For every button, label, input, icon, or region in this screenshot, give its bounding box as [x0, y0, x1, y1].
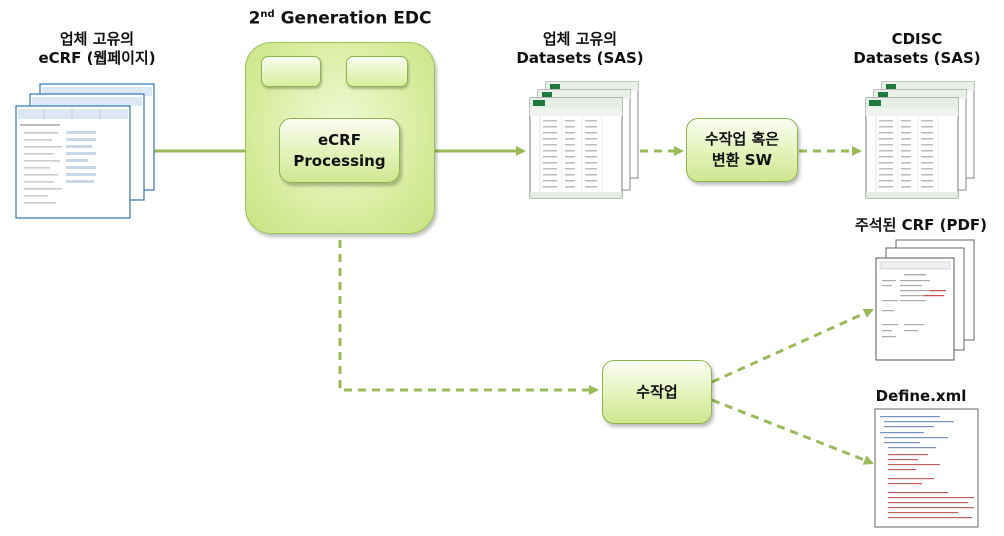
cdisc-datasets-label: CDISC Datasets (SAS) — [842, 30, 992, 68]
cdisc-sheet-front — [865, 97, 959, 199]
vendor-datasets-label: 업체 고유의 Datasets (SAS) — [505, 30, 655, 68]
ecrf-processing-line1: eCRF — [318, 130, 361, 149]
cdisc-datasets-stack — [865, 81, 975, 199]
edc-title-rest: Generation EDC — [274, 8, 432, 29]
define-xml-document — [874, 408, 979, 528]
edc-module-right — [346, 56, 408, 87]
ecrf-processing-box: eCRF Processing — [279, 118, 400, 183]
manual-work-box: 수작업 — [602, 360, 712, 424]
vendor-datasets-label-line2: Datasets (SAS) — [516, 49, 644, 67]
cdisc-datasets-label-line2: Datasets (SAS) — [853, 49, 981, 67]
define-xml-label: Define.xml — [875, 387, 967, 405]
ecrf-processing-line2: Processing — [293, 151, 386, 170]
arrow-manual-to-define-xml — [711, 398, 874, 465]
webpage-front — [15, 105, 131, 219]
edc-title: 2nd Generation EDC — [220, 4, 460, 30]
edc-title-sup: nd — [260, 9, 275, 20]
edc-title-prefix: 2 — [248, 8, 261, 29]
cdisc-datasets-label-line1: CDISC — [891, 30, 943, 48]
ecrf-webpage-label-line1: 업체 고유의 — [59, 30, 135, 48]
arrow-manual-to-annotated-crf — [711, 308, 874, 384]
vendor-datasets-stack — [529, 81, 639, 199]
sheet-front — [529, 97, 623, 199]
manual-or-conversion-sw-box: 수작업 혹은 변환 SW — [686, 118, 798, 182]
annotated-crf-label: 주석된 CRF (PDF) — [854, 216, 988, 234]
crf-page-front — [875, 257, 955, 361]
manual-or-conversion-line1: 수작업 혹은 — [704, 130, 780, 148]
ecrf-webpage-label-line2: eCRF (웹페이지) — [38, 49, 156, 67]
ecrf-webpage-label: 업체 고유의 eCRF (웹페이지) — [22, 30, 172, 68]
ecrf-webpage-stack — [15, 83, 155, 219]
annotated-crf-stack — [875, 239, 975, 361]
vendor-datasets-label-line1: 업체 고유의 — [542, 30, 618, 48]
manual-or-conversion-line2: 변환 SW — [711, 151, 773, 169]
edc-module-left — [261, 56, 321, 87]
